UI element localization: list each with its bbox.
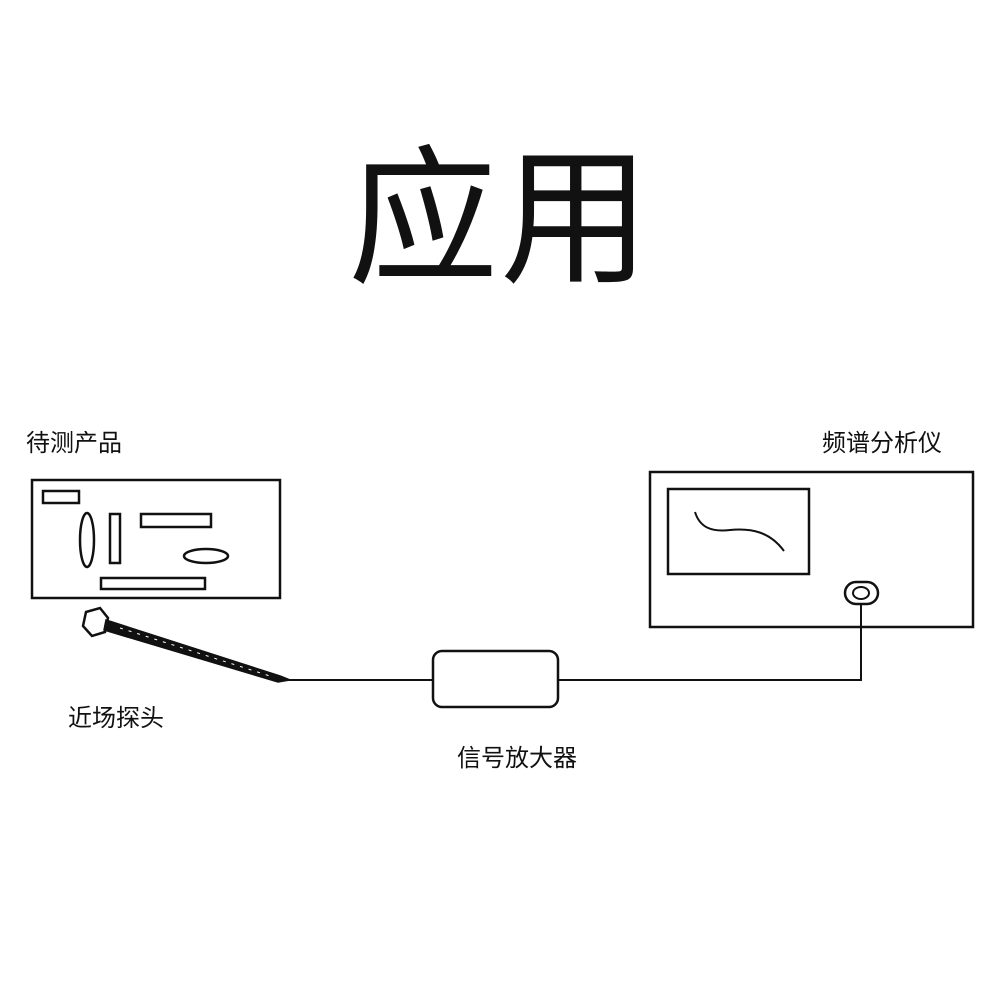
near-field-probe [81, 606, 293, 683]
dut-chip-small [41, 489, 81, 505]
spectrum-analyzer-label: 频谱分析仪 [822, 429, 942, 457]
probe-loop-head [81, 606, 110, 638]
device-under-test [30, 478, 282, 600]
dut-resistor [108, 512, 122, 565]
analyzer-input-port [843, 580, 880, 606]
signal-amplifier-box [431, 649, 560, 709]
page-title: 应用 [347, 133, 652, 307]
analyzer-screen [666, 487, 811, 576]
dut-capacitor [78, 511, 96, 569]
analyzer-body [648, 470, 975, 629]
signal-amplifier-label: 信号放大器 [457, 744, 577, 772]
cables [288, 604, 862, 681]
dut-ic-strip [139, 512, 213, 529]
probe-handle [103, 619, 293, 683]
dut-board-outline [30, 478, 282, 600]
analyzer-input-connector [852, 586, 870, 600]
spectrum-trace [694, 511, 785, 552]
cable-amp-to-analyzer [558, 604, 862, 681]
device-under-test-label: 待测产品 [26, 429, 122, 457]
dut-crystal [182, 547, 230, 565]
near-field-probe-label: 近场探头 [68, 704, 164, 732]
spectrum-analyzer [648, 470, 975, 629]
dut-connector [99, 576, 207, 591]
